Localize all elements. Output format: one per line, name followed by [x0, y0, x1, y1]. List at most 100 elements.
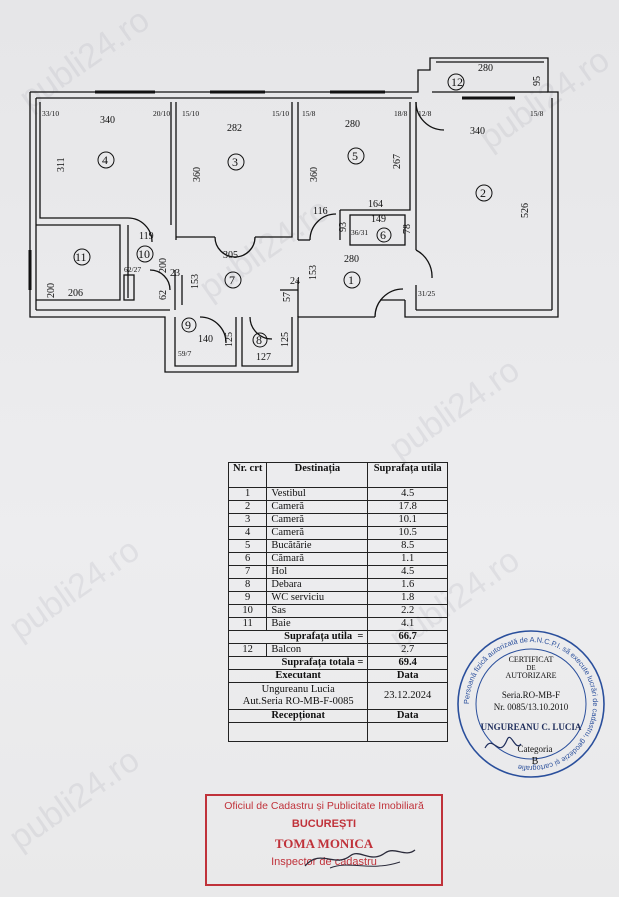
balcony-row: 12 Balcon 2.7	[227, 643, 448, 657]
small-label: 33/10	[42, 109, 59, 118]
room-label: 3	[232, 155, 238, 169]
dimension-label: 140	[198, 334, 213, 345]
row-surface: 4.5	[367, 565, 448, 579]
row-destination: Cameră	[266, 513, 369, 527]
row-surface: 4.5	[367, 487, 448, 501]
header-nr: Nr. crt	[227, 462, 268, 488]
room-label: 10	[138, 247, 150, 261]
total-surface-value: 69.4	[367, 656, 448, 670]
row-surface: 1.8	[367, 591, 448, 605]
row-surface: 10.5	[367, 526, 448, 540]
row-surface: 17.8	[367, 500, 448, 514]
row-surface: 1.6	[367, 578, 448, 592]
reception-label: Recepționat	[227, 709, 369, 723]
small-label: 59/7	[178, 349, 192, 358]
dimension-label: 57	[282, 292, 293, 302]
dimension-label: 23	[170, 268, 180, 279]
executant-authorization: Aut.Seria RO-MB-F-0085	[242, 696, 354, 707]
room-label: 1	[348, 273, 354, 287]
dimension-label: 360	[309, 167, 320, 182]
dimension-label: 267	[392, 154, 403, 169]
room-label: 7	[229, 273, 235, 287]
room-label: 2	[480, 186, 486, 200]
dimension-label: 125	[224, 332, 235, 347]
floor-plan: 12 4 3 5 2 6 10 11 7 1 9 8 280 95 340 31…	[28, 57, 559, 373]
inspector-signature	[304, 849, 416, 869]
row-surface: 10.1	[367, 513, 448, 527]
dimension-label: 360	[192, 167, 203, 182]
executant-header-row: Executant Data	[227, 669, 448, 683]
reception-date-label: Data	[367, 709, 448, 723]
header-surface: Suprafața utila	[367, 462, 448, 488]
row-destination: Baie	[266, 617, 369, 631]
dimension-label: 119	[139, 231, 154, 242]
row-surface: 4.1	[367, 617, 448, 631]
executant-label: Executant	[227, 669, 369, 683]
row-nr: 10	[227, 604, 268, 618]
executant-date: 23.12.2024	[367, 682, 448, 710]
small-label: 36/31	[351, 228, 368, 237]
watermark: publi24.ro	[2, 530, 147, 648]
row-surface: 8.5	[367, 539, 448, 553]
total-surface-row: Suprafața totala = 69.4	[227, 656, 448, 670]
stamp-office-name: Oficiul de Cadastru și Publicitate Imobi…	[224, 800, 424, 812]
header-destination: Destinația	[266, 462, 369, 488]
dimension-label: 78	[402, 224, 413, 234]
row-nr: 3	[227, 513, 268, 527]
row-destination: Hol	[266, 565, 369, 579]
table-header: Nr. crt Destinația Suprafața utila	[227, 462, 448, 488]
row-nr: 9	[227, 591, 268, 605]
watermark: publi24.ro	[2, 740, 147, 858]
stamp-category-label: Categoria	[518, 744, 553, 754]
dimension-label: 305	[223, 250, 238, 261]
dimension-label: 206	[68, 288, 83, 299]
room-label: 9	[185, 318, 191, 332]
row-destination: Cameră	[266, 526, 369, 540]
stamp-person-name: UNGUREANU C. LUCIA	[481, 722, 582, 732]
dimension-label: 149	[371, 214, 386, 225]
stamp-series: Seria.RO-MB-F	[502, 690, 560, 700]
room-label: 11	[75, 250, 87, 264]
row-surface: 2.2	[367, 604, 448, 618]
executant-signature	[484, 736, 522, 749]
stamp-cert-line: AUTORIZARE	[506, 671, 557, 680]
row-nr: 2	[227, 500, 268, 514]
dimension-label: 200	[46, 283, 57, 298]
row-destination: WC serviciu	[266, 591, 369, 605]
dimension-label: 282	[227, 123, 242, 134]
row-surface: 2.7	[367, 643, 448, 657]
executant-name: Ungureanu Lucia	[261, 684, 335, 695]
row-destination: Bucătărie	[266, 539, 369, 553]
stamp-cert-line: CERTIFICAT	[509, 655, 554, 664]
cadastre-office-stamp: Oficiul de Cadastru și Publicitate Imobi…	[205, 794, 443, 886]
row-destination: Debara	[266, 578, 369, 592]
stamp-inspector-name: TOMA MONICA	[274, 836, 374, 851]
small-label: 15/8	[302, 109, 316, 118]
stamp-city: BUCUREȘTI	[291, 818, 357, 830]
room-label: 12	[451, 75, 463, 89]
authorization-stamp: Persoană fizică autorizată de A.N.C.P.I.…	[457, 630, 605, 778]
dimension-label: 24	[290, 276, 300, 287]
total-surface-label: Suprafața totala =	[227, 656, 369, 670]
dimension-label: 280	[344, 254, 359, 265]
small-label: 15/10	[272, 109, 289, 118]
dimension-label: 311	[56, 157, 67, 172]
date-label: Data	[367, 669, 448, 683]
row-nr: 4	[227, 526, 268, 540]
executant-row: Ungureanu Lucia Aut.Seria RO-MB-F-0085 2…	[227, 682, 448, 710]
dimension-label: 164	[368, 199, 383, 210]
row-destination: Cămară	[266, 552, 369, 566]
small-label: 62/27	[124, 265, 141, 274]
dimension-label: 340	[100, 115, 115, 126]
room-label: 8	[256, 333, 262, 347]
row-nr: 6	[227, 552, 268, 566]
